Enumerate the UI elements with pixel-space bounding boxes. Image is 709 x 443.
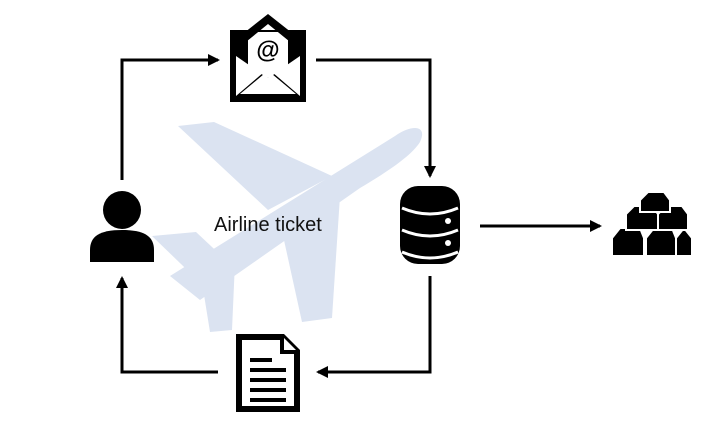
airplane-icon	[152, 122, 423, 332]
connectors	[116, 54, 602, 378]
svg-text:@: @	[256, 37, 279, 64]
edge-document-to-user	[116, 276, 218, 374]
edge-user-to-email	[120, 54, 220, 180]
user-icon	[90, 191, 154, 262]
database-icon	[400, 186, 460, 264]
document-icon	[236, 334, 300, 412]
edge-email-to-database	[316, 58, 436, 178]
airline-ticket-label: Airline ticket	[214, 214, 322, 236]
email-at-icon: @	[230, 14, 306, 102]
edge-database-to-document	[316, 276, 432, 378]
gold-bars-icon	[611, 191, 693, 257]
